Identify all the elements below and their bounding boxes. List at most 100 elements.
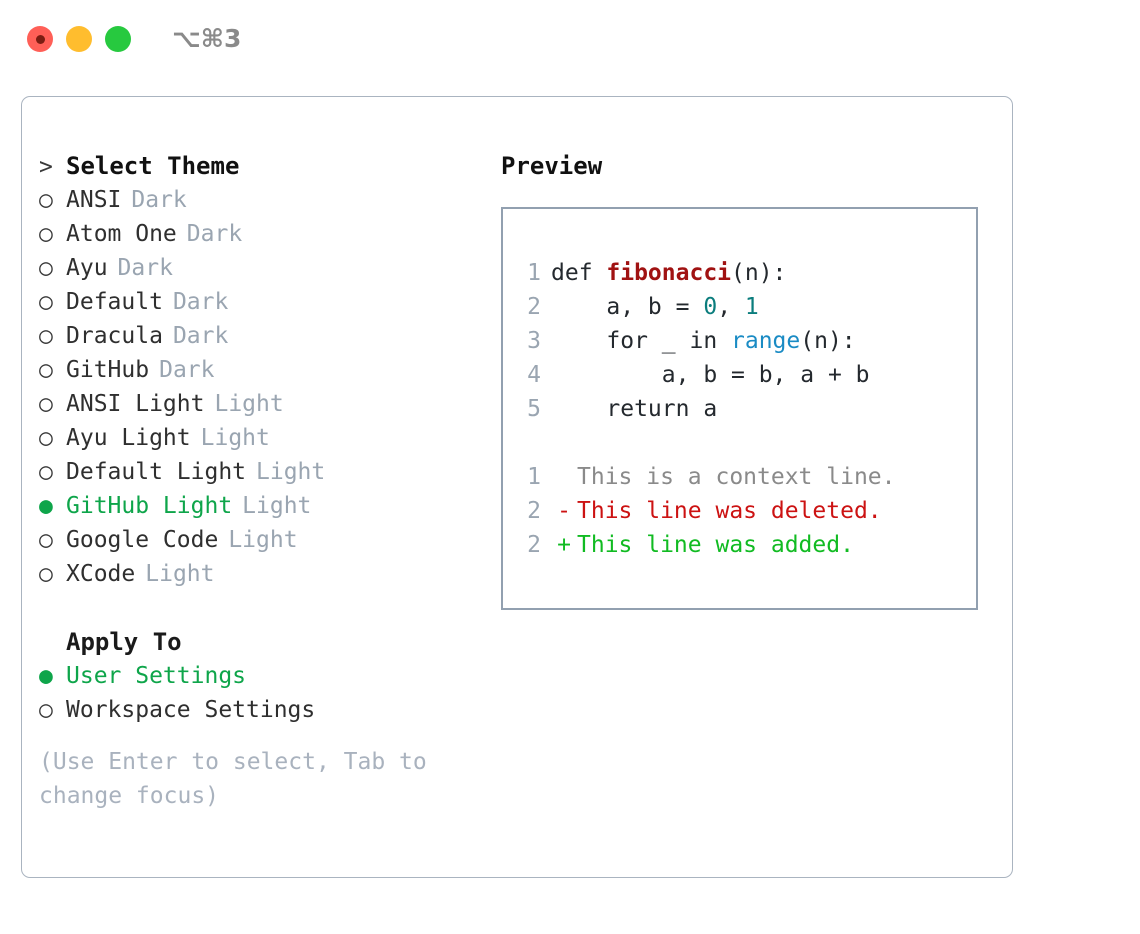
radio-unselected-icon: ○ — [39, 391, 53, 417]
code-token: fibonacci — [606, 260, 732, 286]
theme-item-label: ANSI Light — [66, 391, 205, 417]
apply-to-title: Apply To — [66, 628, 182, 656]
code-line-text: def fibonacci(n): — [551, 256, 786, 290]
code-token: a, b = — [551, 294, 704, 320]
code-line-number: 4 — [527, 362, 541, 388]
theme-item[interactable]: ○ Default Light Light — [39, 455, 499, 489]
code-token: 0 — [703, 294, 718, 320]
code-line-number: 3 — [527, 328, 541, 354]
code-token: range — [731, 328, 801, 354]
apply-to-item-label: User Settings — [66, 663, 247, 689]
theme-item-tag: Dark — [159, 357, 215, 383]
diff-line-number: 2 — [527, 532, 541, 558]
code-line-number: 2 — [527, 294, 541, 320]
theme-item-tag: Light — [145, 561, 215, 587]
theme-item[interactable]: ○ Ayu Dark — [39, 251, 499, 285]
theme-item-label: Atom One — [66, 221, 177, 247]
code-line-number: 5 — [527, 396, 541, 422]
code-line-text: return a — [551, 392, 717, 426]
theme-item-tag: Light — [256, 459, 326, 485]
code-line: 2 a, b = 0, 1 — [503, 290, 976, 324]
radio-unselected-icon: ○ — [39, 357, 53, 383]
title-bar: ⌥⌘3 — [0, 0, 1140, 78]
theme-item-tag: Dark — [131, 187, 187, 213]
diff-marker: + — [557, 532, 571, 558]
apply-to-item-label: Workspace Settings — [66, 697, 316, 723]
code-line-text: a, b = b, a + b — [551, 358, 870, 392]
minimize-button-icon[interactable] — [66, 26, 92, 52]
radio-unselected-icon: ○ — [39, 459, 53, 485]
theme-item[interactable]: ○ Atom One Dark — [39, 217, 499, 251]
zoom-button-icon[interactable] — [105, 26, 131, 52]
radio-unselected-icon: ○ — [39, 221, 53, 247]
radio-unselected-icon: ○ — [39, 187, 53, 213]
code-line: 1 def fibonacci(n): — [503, 256, 976, 290]
radio-unselected-icon: ○ — [39, 527, 53, 553]
list-spacer — [39, 591, 499, 625]
theme-item-tag: Dark — [117, 255, 173, 281]
code-token: (n): — [731, 260, 787, 286]
theme-item[interactable]: ○ Ayu Light Light — [39, 421, 499, 455]
radio-selected-icon: ● — [39, 663, 53, 689]
keyboard-shortcut-label: ⌥⌘3 — [172, 24, 242, 53]
theme-item-label: Dracula — [66, 323, 163, 349]
preview-title: Preview — [501, 152, 603, 180]
code-token: for _ in — [551, 328, 732, 354]
apply-to-item[interactable]: ○Workspace Settings — [39, 693, 499, 727]
apply-to-marker-placeholder: ○ — [39, 626, 66, 660]
theme-item-tag: Light — [242, 493, 312, 519]
apply-to-item[interactable]: ● User Settings — [39, 659, 499, 693]
theme-item-tag: Dark — [186, 221, 243, 247]
caret-icon: > — [39, 154, 53, 180]
theme-item-tag: Light — [200, 425, 270, 451]
diff-line-number: 2 — [527, 498, 541, 524]
code-token: a, b = b, a + b — [551, 362, 870, 388]
diff-line: 2 +This line was added. — [503, 528, 976, 562]
code-line: 4 a, b = b, a + b — [503, 358, 976, 392]
radio-unselected-icon: ○ — [39, 255, 53, 281]
theme-item-label: XCode — [66, 561, 136, 587]
code-token: 1 — [744, 294, 759, 320]
diff-line: 2-This line was deleted. — [503, 494, 976, 528]
code-token: def — [551, 260, 607, 286]
theme-item-label: Default Light — [66, 459, 247, 485]
theme-item-tag: Light — [214, 391, 284, 417]
theme-item-label: Ayu — [66, 255, 108, 281]
select-theme-header: > Select Theme — [39, 149, 499, 183]
close-button-icon[interactable] — [27, 26, 53, 52]
apply-to-list: ● User Settings ○Workspace Settings — [39, 659, 499, 727]
radio-unselected-icon: ○ — [39, 323, 53, 349]
code-line-text: a, b = 0, 1 — [551, 290, 759, 324]
theme-item-label: Ayu Light — [66, 425, 191, 451]
keyboard-hint: (Use Enter to select, Tab to change focu… — [39, 749, 427, 809]
radio-unselected-icon: ○ — [39, 289, 53, 315]
code-line-text: for _ in range(n): — [551, 324, 856, 358]
diff-line-text: This line was added. — [577, 532, 854, 558]
radio-selected-icon: ● — [39, 493, 53, 519]
theme-item[interactable]: ○ ANSI Light Light — [39, 387, 499, 421]
diff-line-text: This line was deleted. — [577, 498, 882, 524]
radio-unselected-icon: ○ — [39, 425, 53, 451]
traffic-lights — [27, 26, 131, 52]
code-line-number: 1 — [527, 260, 541, 286]
diff-marker: - — [557, 498, 571, 524]
code-token: (n): — [800, 328, 856, 354]
code-diff-spacer — [503, 426, 976, 460]
code-token: , — [717, 294, 745, 320]
diff-line-text: This is a context line. — [577, 464, 896, 490]
